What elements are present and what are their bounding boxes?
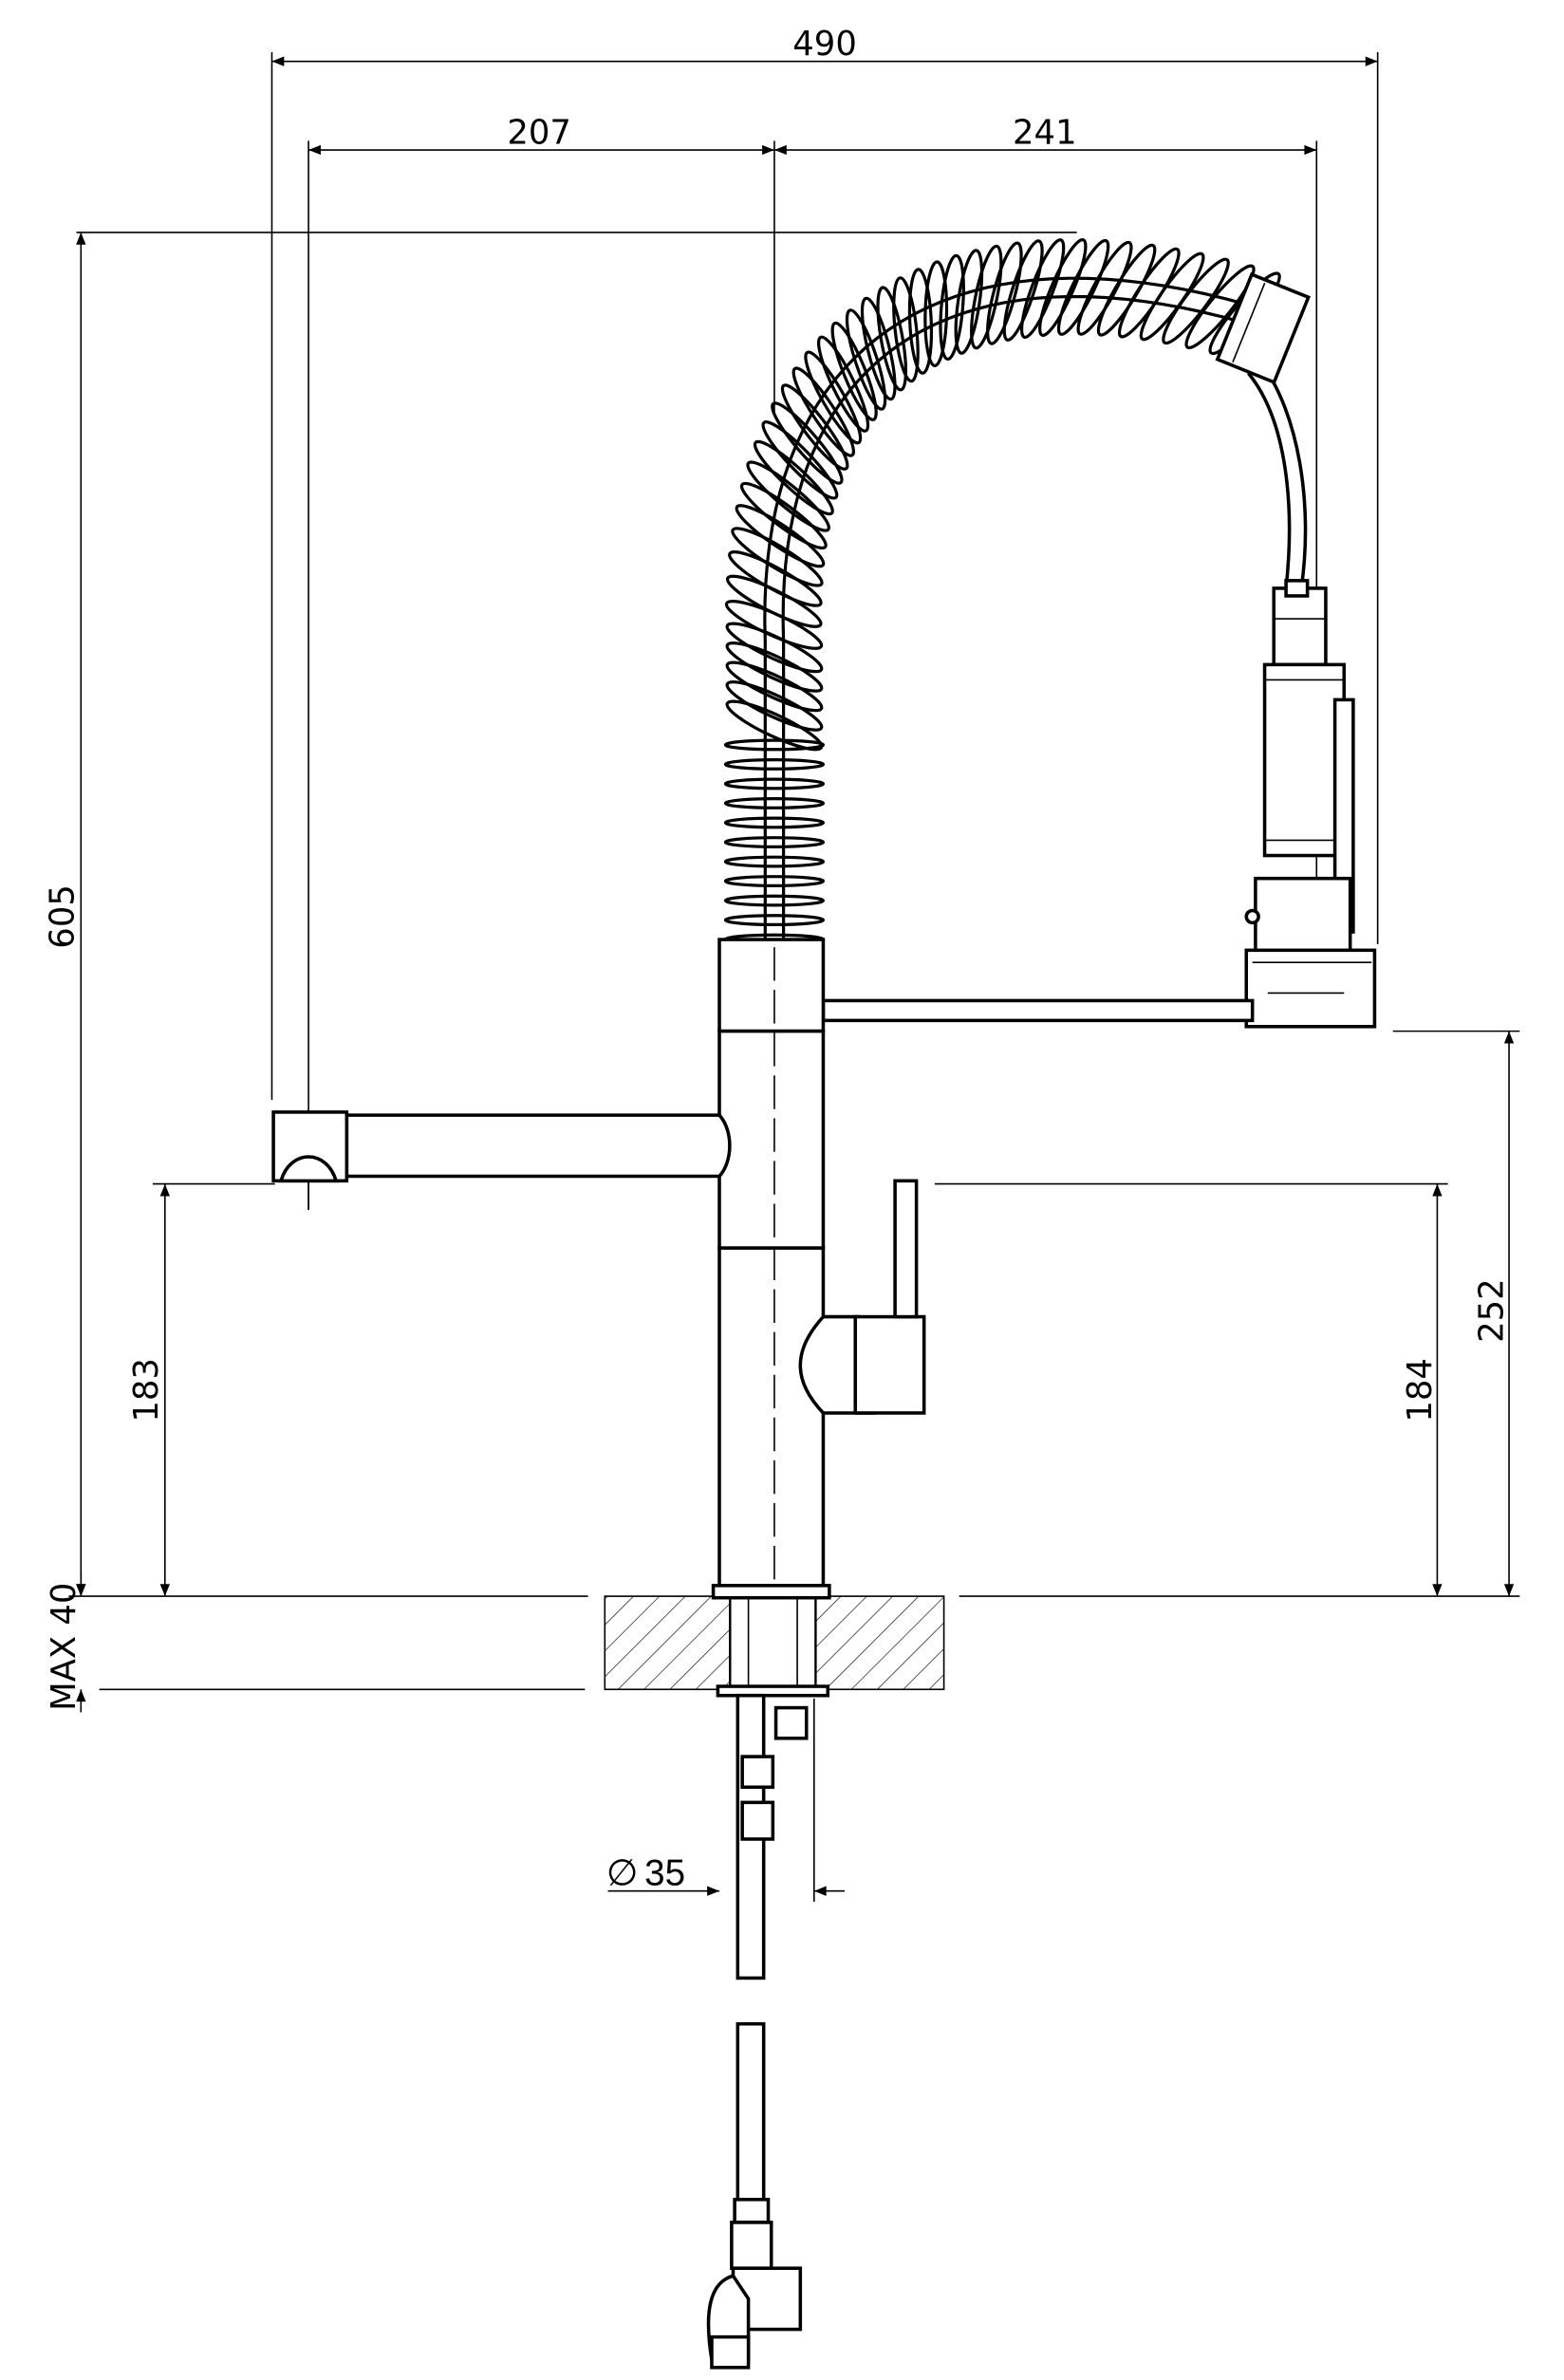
spring-coil-turn [735,504,826,568]
spring-coil-turn [1056,238,1110,336]
dim-spout-height: 183 [127,1358,166,1422]
spring-coil-turn [876,286,908,392]
dim-lever-height: 184 [1401,1358,1440,1422]
spring-coil-turn [739,481,828,550]
spring-coil-turn [746,460,830,532]
spring-coil-turn [986,241,1023,345]
spring-coil-turn [771,401,844,485]
dim-spout-reach: 207 [507,114,571,153]
spring-coil-turn [723,738,826,752]
dim-max-counter-thickness: MAX 40 [45,1583,84,1711]
dim-hole-diameter: 35 [644,1852,685,1893]
spring-coil-turn [780,383,849,471]
spring-coil-turn [970,244,1003,350]
dim-overall-height: 605 [43,884,82,949]
spring-coil-turn [753,439,834,516]
spring-coil-turn [1038,237,1088,337]
spring-coil-turn [1184,264,1256,350]
spring-coil-turn [791,366,856,457]
spring-coil-turn [723,914,826,926]
spring-coil-turn [907,268,934,375]
spray-head [821,271,1377,1029]
spring-coil-turn [723,797,826,809]
swivel-spout [271,1110,732,1210]
dimension-lines [76,56,1515,1896]
spring-coil-turn [954,249,984,355]
spring-coil-turn [723,875,826,887]
faucet-body [711,938,831,1600]
countertop-section [604,1594,945,1698]
mixer-lever [798,1179,926,1415]
spring-coil-turn [723,816,826,829]
dim-spray-reach: 241 [1013,114,1077,153]
spring-coil-turn [816,335,870,433]
spring-coil-turn [731,527,824,587]
spring-coil-turn [723,855,826,868]
spring-coil-turn [1002,239,1044,342]
spring-coil-turn [761,420,839,500]
spring-coil-turn [892,276,920,383]
spring-coil-turn [939,253,965,362]
spring-coil-turn [804,350,863,445]
spring-coil-turn [860,296,897,401]
spring-coil-turn [725,680,824,732]
spring-coil-turn [723,836,826,848]
supply-hoses [706,1693,809,2370]
spring-coil-turn [723,777,826,790]
spring-coil-turn [723,758,826,771]
spring-coil-turn [830,321,878,421]
spring-coil-turn [845,308,887,411]
spring-coil-turn [923,260,949,368]
spring-coil-turn [728,550,823,607]
diameter-symbol: ∅ [606,1852,639,1893]
spring-coil-turn [725,641,824,693]
spring-coil-turn [1019,238,1066,339]
spring-coil-turn [723,894,826,907]
spring-coil-turn [725,699,824,752]
dim-spray-height: 252 [1473,1278,1512,1343]
spring-coil [723,237,1281,946]
dim-overall-width: 490 [792,25,857,64]
spring-coil-turn [725,660,824,713]
